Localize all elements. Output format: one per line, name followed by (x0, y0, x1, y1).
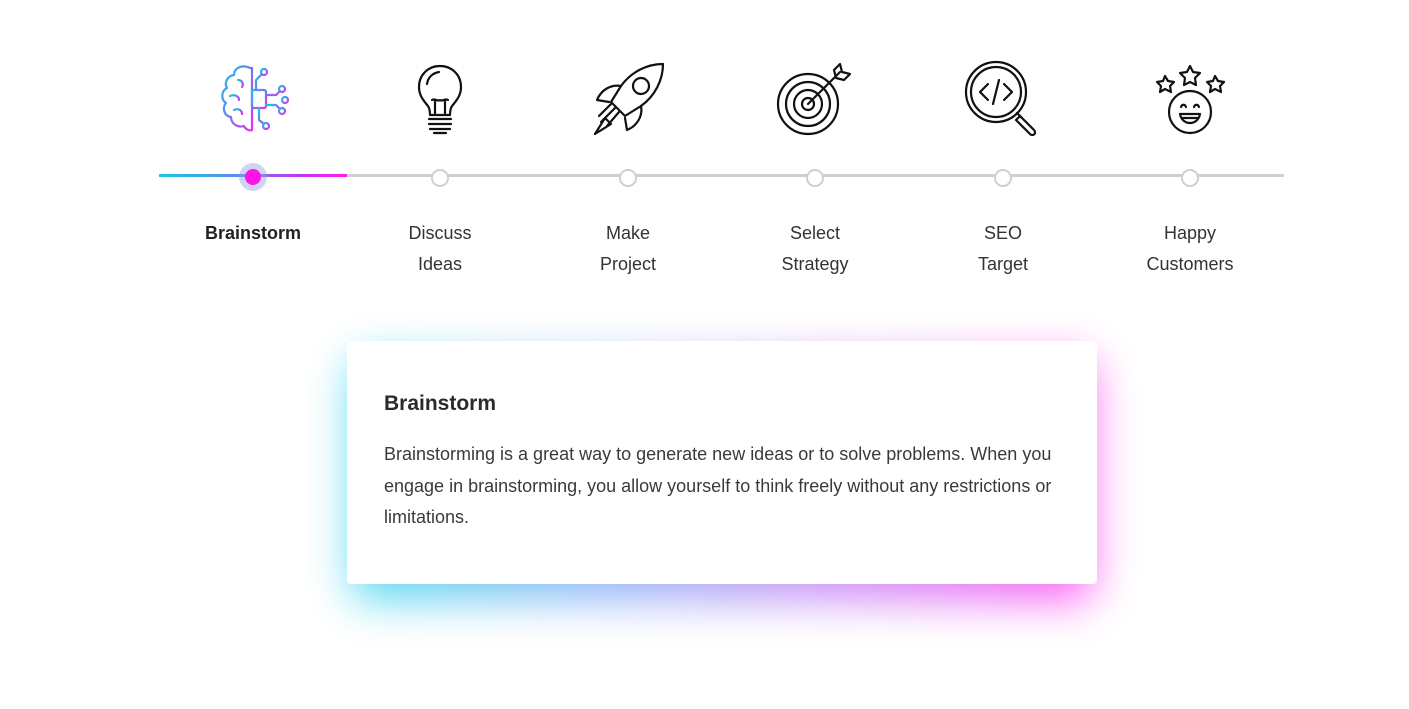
step-make-project[interactable]: Make Project (534, 55, 722, 295)
step-label: Select Strategy (781, 223, 849, 274)
step-dot[interactable] (1181, 169, 1199, 187)
step-dot[interactable] (994, 169, 1012, 187)
process-timeline: Brainstorm Discuss Ideas (159, 55, 1284, 295)
step-label: SEO Target (977, 223, 1029, 274)
step-dot[interactable] (245, 169, 261, 185)
brain-circuit-icon (212, 60, 294, 142)
step-seo-target[interactable]: SEO Target (909, 55, 1097, 295)
step-label: Happy Customers (1146, 223, 1234, 274)
step-select-strategy[interactable]: Select Strategy (721, 55, 909, 295)
step-label: Discuss Ideas (408, 223, 472, 274)
step-label: Make Project (599, 223, 657, 274)
step-discuss-ideas[interactable]: Discuss Ideas (346, 55, 534, 295)
step-label: Brainstorm (204, 223, 302, 243)
step-happy-customers[interactable]: Happy Customers (1096, 55, 1284, 295)
step-dot[interactable] (619, 169, 637, 187)
target-arrow-icon (774, 60, 856, 142)
code-magnifier-icon (962, 60, 1044, 142)
step-detail-card: Brainstorm Brainstorming is a great way … (347, 341, 1097, 584)
step-dot[interactable] (806, 169, 824, 187)
lightbulb-icon (399, 60, 481, 142)
step-brainstorm[interactable]: Brainstorm (159, 55, 347, 295)
happy-face-stars-icon (1149, 60, 1231, 142)
card-description: Brainstorming is a great way to generate… (384, 444, 1052, 527)
timeline-track (159, 174, 1284, 177)
rocket-icon (587, 60, 669, 142)
step-dot[interactable] (431, 169, 449, 187)
card-title: Brainstorm (384, 392, 497, 415)
